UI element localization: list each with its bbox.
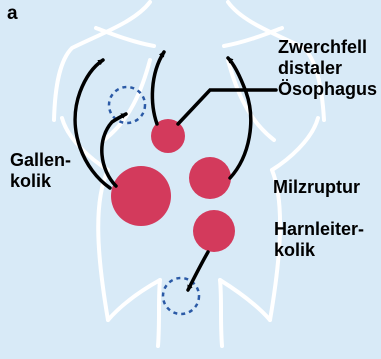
right-leg-line	[220, 280, 222, 346]
right-groin-line	[220, 280, 270, 320]
arrow-ureter-to-groin	[188, 252, 208, 290]
label-line: Ösophagus	[278, 79, 377, 100]
label-zwerchfell-distaler-oesophagus: Zwerchfell distaler Ösophagus	[278, 37, 377, 100]
label-harnleiterkolik: Harnleiter- kolik	[274, 219, 364, 261]
left-leg-line	[158, 280, 160, 346]
right-collarbone	[224, 28, 282, 46]
pain-source-ureter	[193, 210, 235, 252]
panel-label: a	[7, 3, 18, 25]
left-groin-line	[108, 280, 160, 320]
label-gallenkolik: Gallen- kolik	[10, 150, 71, 192]
leader-line-esophagus	[178, 90, 276, 124]
referred-pain-zone-groin	[163, 278, 199, 314]
radiation-arrows	[75, 52, 276, 290]
label-line: distaler	[278, 58, 377, 79]
label-line: kolik	[10, 171, 71, 192]
arrow-esophagus-to-neck	[152, 52, 164, 124]
label-line: Milzruptur	[273, 177, 360, 198]
pain-source-spleen	[189, 157, 231, 199]
label-line: Zwerchfell	[278, 37, 377, 58]
left-collarbone	[96, 28, 154, 46]
label-line: Gallen-	[10, 150, 71, 171]
label-line: kolik	[274, 240, 364, 261]
left-waist-line	[98, 170, 108, 320]
pain-source-gallbladder	[111, 166, 171, 226]
label-line: Harnleiter-	[274, 219, 364, 240]
right-chest-curve	[272, 118, 318, 170]
label-milzruptur: Milzruptur	[273, 177, 360, 198]
